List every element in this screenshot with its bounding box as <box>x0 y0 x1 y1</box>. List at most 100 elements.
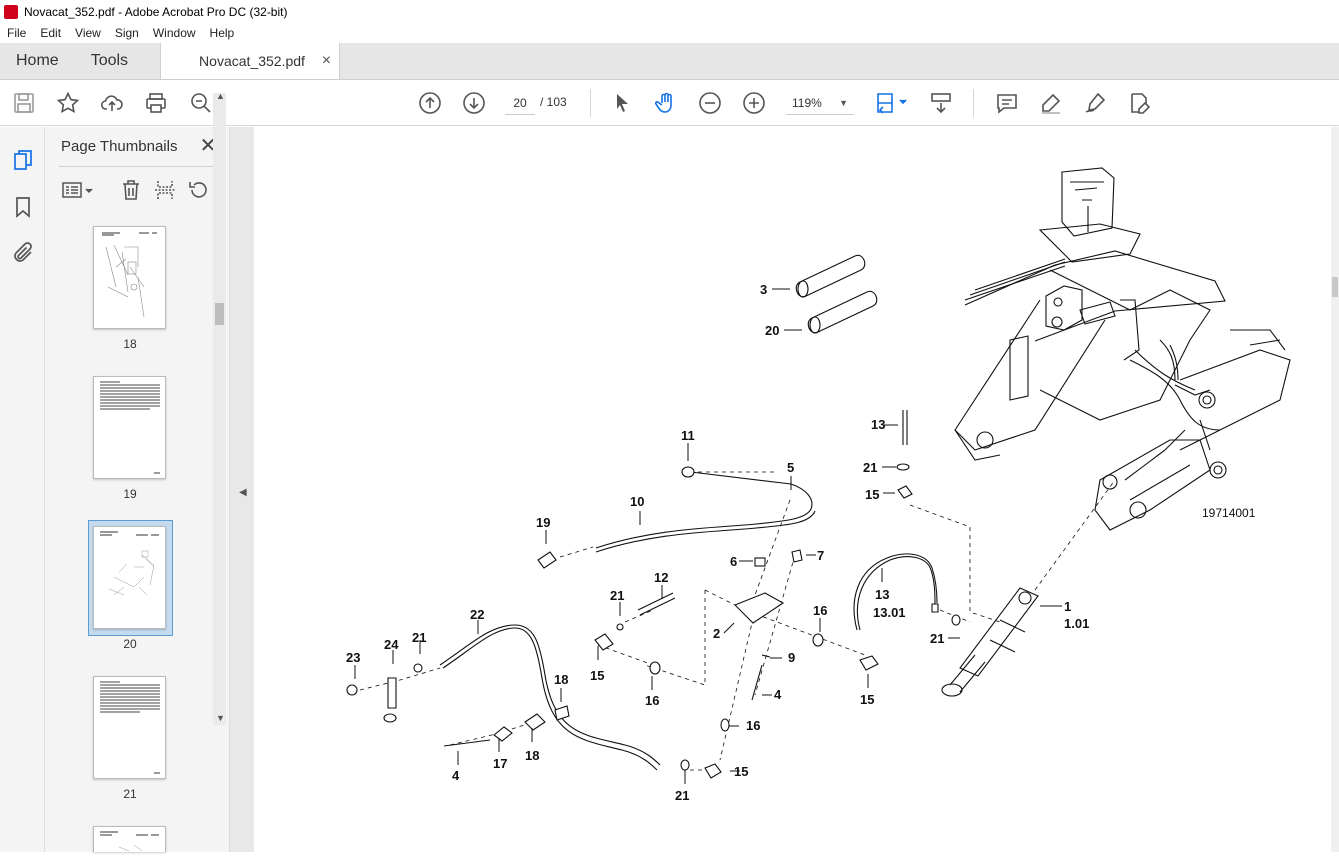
menu-window[interactable]: Window <box>152 26 196 40</box>
scroll-mode-icon[interactable] <box>928 90 954 116</box>
callout-20: 20 <box>765 323 779 338</box>
zoom-select[interactable]: 119% ▼ <box>786 91 854 115</box>
callout-numbers: 3 20 11 5 10 19 6 7 12 21 2 16 9 4 22 21… <box>346 282 1089 803</box>
tab-document[interactable]: Novacat_352.pdf × <box>160 43 341 79</box>
acrobat-logo-icon <box>4 4 18 19</box>
callout-1: 1 <box>1064 599 1071 614</box>
toolbar-divider <box>973 89 974 117</box>
rotate-icon[interactable] <box>186 177 212 203</box>
callout-18-a: 18 <box>554 672 568 687</box>
thumbnail-page-20[interactable] <box>93 526 166 629</box>
extract-pages-icon[interactable] <box>152 177 178 203</box>
tab-tools[interactable]: Tools <box>90 52 129 69</box>
page-number-input[interactable] <box>505 91 535 115</box>
callout-4-a: 4 <box>774 687 782 702</box>
document-scrollbar[interactable] <box>1331 127 1339 852</box>
callout-3: 3 <box>760 282 767 297</box>
callout-2: 2 <box>713 626 720 641</box>
cylinder-drawing <box>941 587 1039 697</box>
document-page[interactable]: 3 20 11 5 10 19 6 7 12 21 2 16 9 4 22 21… <box>254 127 1339 852</box>
collapse-panel-icon[interactable]: ◀ <box>239 487 247 498</box>
thumbnail-options-icon[interactable] <box>60 177 96 203</box>
callout-24: 24 <box>384 637 399 652</box>
hand-tool-icon[interactable] <box>653 90 679 116</box>
thumbnail-page-19[interactable] <box>93 376 166 479</box>
thumbnail-20-preview <box>100 531 159 596</box>
attachment-paperclip-icon[interactable] <box>10 240 36 266</box>
callout-5: 5 <box>787 460 794 475</box>
upload-cloud-icon[interactable] <box>99 90 125 116</box>
zoom-in-icon[interactable] <box>741 90 767 116</box>
callout-9: 9 <box>788 650 795 665</box>
bookmark-icon[interactable] <box>10 194 36 220</box>
menu-help[interactable]: Help <box>209 26 235 40</box>
hoses <box>439 410 938 771</box>
save-icon[interactable] <box>11 90 37 116</box>
zoom-value: 119% <box>792 95 822 110</box>
menu-view[interactable]: View <box>75 26 101 40</box>
callout-16-b: 16 <box>645 693 659 708</box>
scroll-thumb[interactable] <box>215 303 224 325</box>
callout-13-01: 13.01 <box>873 605 906 620</box>
panel-splitter[interactable]: ◀ <box>230 127 254 852</box>
callout-15-d: 15 <box>865 487 879 502</box>
close-panel-icon[interactable]: ✕ <box>199 134 217 157</box>
callout-13-b: 13 <box>871 417 885 432</box>
star-icon[interactable] <box>55 90 81 116</box>
page-total-label: / 103 <box>540 95 567 109</box>
callout-13-a: 13 <box>875 587 889 602</box>
page-fit-icon[interactable] <box>873 90 909 116</box>
page-thumbnails-icon[interactable] <box>10 147 36 173</box>
callout-21-b: 21 <box>412 630 426 645</box>
callout-6: 6 <box>730 554 737 569</box>
callout-19: 19 <box>536 515 550 530</box>
thumbnail-19-preview <box>100 381 160 474</box>
thumbnail-page-21[interactable] <box>93 676 166 779</box>
machine-frame-drawing <box>954 167 1291 531</box>
next-page-icon[interactable] <box>461 90 487 116</box>
tab-home[interactable]: Home <box>16 52 59 69</box>
callout-15-b: 15 <box>734 764 748 779</box>
select-arrow-icon[interactable] <box>609 90 635 116</box>
menu-edit[interactable]: Edit <box>40 26 62 40</box>
thumbnail-label-18: 18 <box>123 337 137 351</box>
menu-file[interactable]: File <box>7 26 27 40</box>
callout-16-a: 16 <box>813 603 827 618</box>
thumbnail-page-22[interactable] <box>93 826 166 852</box>
scroll-down-icon[interactable]: ▼ <box>216 713 225 723</box>
scroll-up-icon[interactable]: ▲ <box>216 91 225 101</box>
delete-trash-icon[interactable] <box>118 177 144 203</box>
panel-divider <box>59 166 221 167</box>
left-rail <box>0 127 45 852</box>
document-tab-label: Novacat_352.pdf <box>199 53 305 69</box>
thumbnail-page-18[interactable] <box>93 226 166 329</box>
highlight-pen-icon[interactable] <box>1038 90 1064 116</box>
callout-10: 10 <box>630 494 644 509</box>
thumbnail-21-preview <box>100 681 160 774</box>
callout-15-c: 15 <box>860 692 874 707</box>
edit-pdf-icon[interactable] <box>1126 90 1152 116</box>
thumbnail-label-19: 19 <box>123 487 137 501</box>
search-zoom-icon[interactable] <box>188 90 214 116</box>
window-title: Novacat_352.pdf - Adobe Acrobat Pro DC (… <box>24 4 288 19</box>
thumbnail-label-21: 21 <box>123 787 137 801</box>
thumbnail-scrollbar[interactable]: ▲ ▼ <box>213 91 226 725</box>
dashed-leaders <box>359 471 1116 771</box>
document-scroll-thumb[interactable] <box>1332 277 1338 297</box>
callout-4-b: 4 <box>452 768 460 783</box>
print-icon[interactable] <box>143 90 169 116</box>
callout-21-e: 21 <box>930 631 944 646</box>
menu-sign[interactable]: Sign <box>114 26 139 40</box>
parts-drawing: 3 20 11 5 10 19 6 7 12 21 2 16 9 4 22 21… <box>346 167 1291 803</box>
callout-21-a: 21 <box>610 588 624 603</box>
callout-17: 17 <box>493 756 507 771</box>
comment-icon[interactable] <box>994 90 1020 116</box>
close-tab-icon[interactable]: × <box>321 52 332 69</box>
fittings <box>346 463 961 779</box>
sign-pen-icon[interactable] <box>1082 90 1108 116</box>
figure-id: 19714001 <box>1202 506 1256 520</box>
zoom-out-icon[interactable] <box>697 90 723 116</box>
callout-leaders <box>354 288 1062 784</box>
previous-page-icon[interactable] <box>417 90 443 116</box>
callout-18-b: 18 <box>525 748 539 763</box>
